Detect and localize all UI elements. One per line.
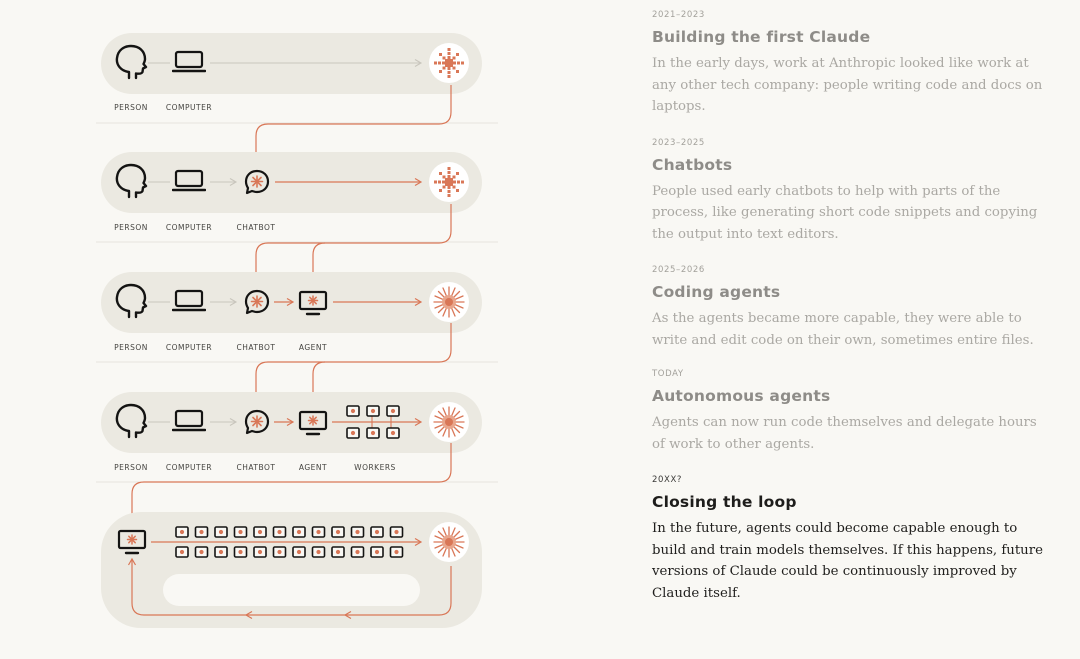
worker-box-icon — [331, 526, 345, 538]
worker-box-icon — [370, 526, 384, 538]
row-5-panel — [101, 512, 482, 628]
label-workers: WORKERS — [354, 463, 396, 472]
worker-box-icon — [311, 546, 326, 558]
worker-box-icon — [346, 405, 360, 417]
claude-starburst-icon — [429, 402, 469, 442]
label-agent: AGENT — [299, 343, 327, 352]
worker-box-icon — [175, 546, 189, 558]
connector-path — [308, 361, 326, 406]
worker-box-icon — [233, 546, 248, 558]
worker-box-icon — [370, 546, 384, 558]
worker-box-icon — [233, 526, 248, 538]
label-chatbot: CHATBOT — [236, 463, 275, 472]
connector-path — [251, 204, 452, 287]
label-computer: COMPUTER — [166, 343, 212, 352]
era-date: 20XX? — [652, 475, 682, 485]
connector-path — [251, 323, 452, 406]
worker-box-icon — [253, 526, 267, 538]
era-description: In the future, agents could become capab… — [652, 521, 1043, 601]
label-person: PERSON — [114, 343, 148, 352]
era-description: Agents can now run code themselves and d… — [652, 415, 1037, 452]
era-date: 2021–2023 — [652, 10, 705, 20]
label-agent: AGENT — [299, 463, 327, 472]
era-date: 2023–2025 — [652, 137, 705, 148]
claude-starburst-icon — [429, 282, 469, 322]
connector-path — [251, 85, 452, 168]
claude-starburst-icon — [429, 43, 469, 83]
evolution-diagram: PERSON COMPUTER PERSON COMPUTER CHATBOT … — [96, 33, 498, 628]
worker-box-icon — [292, 546, 306, 558]
worker-box-icon — [272, 546, 287, 558]
worker-box-icon — [311, 526, 326, 538]
worker-box-icon — [214, 526, 228, 538]
empty-slot — [163, 574, 420, 606]
era-title: Chatbots — [652, 155, 733, 174]
label-person: PERSON — [114, 223, 148, 232]
era-title: Autonomous agents — [652, 387, 831, 405]
claude-starburst-icon — [429, 522, 469, 562]
label-person: PERSON — [114, 463, 148, 472]
worker-box-icon — [350, 546, 365, 558]
feedback-loop-path — [343, 566, 452, 620]
era-description: As the agents became more capable, they … — [652, 311, 1034, 348]
label-chatbot: CHATBOT — [236, 223, 275, 232]
era-description: In the early days, work at Anthropic loo… — [652, 56, 1043, 114]
worker-box-icon — [386, 427, 400, 439]
worker-box-icon — [389, 526, 404, 538]
worker-box-icon — [194, 546, 209, 558]
label-chatbot: CHATBOT — [236, 343, 275, 352]
era-date: TODAY — [652, 369, 684, 379]
era-title: Coding agents — [652, 283, 781, 301]
label-computer: COMPUTER — [166, 103, 212, 112]
worker-box-icon — [272, 526, 287, 538]
worker-box-icon — [389, 546, 404, 558]
worker-box-icon — [292, 526, 306, 538]
label-person: PERSON — [114, 103, 148, 112]
worker-box-icon — [366, 405, 380, 417]
timeline-entry: 20XX? Closing the loop In the future, agen… — [652, 475, 1052, 604]
worker-box-icon — [331, 546, 345, 558]
worker-box-icon — [346, 427, 360, 439]
era-date: 2025–2026 — [652, 265, 705, 275]
worker-box-icon — [175, 526, 189, 538]
worker-box-icon — [366, 427, 380, 439]
worker-box-icon — [386, 405, 400, 417]
connector-path — [308, 242, 326, 287]
feedback-loop-path — [127, 557, 246, 616]
era-title: Closing the loop — [652, 493, 797, 511]
claude-starburst-icon — [429, 162, 469, 202]
worker-box-icon — [194, 526, 209, 538]
worker-box-icon — [253, 546, 267, 558]
label-computer: COMPUTER — [166, 463, 212, 472]
era-description: People used early chatbots to help with … — [652, 183, 1038, 242]
connector-path — [127, 443, 452, 526]
era-title: Building the first Claude — [652, 28, 871, 46]
label-computer: COMPUTER — [166, 223, 212, 232]
worker-box-icon — [350, 526, 365, 538]
worker-box-icon — [214, 546, 228, 558]
